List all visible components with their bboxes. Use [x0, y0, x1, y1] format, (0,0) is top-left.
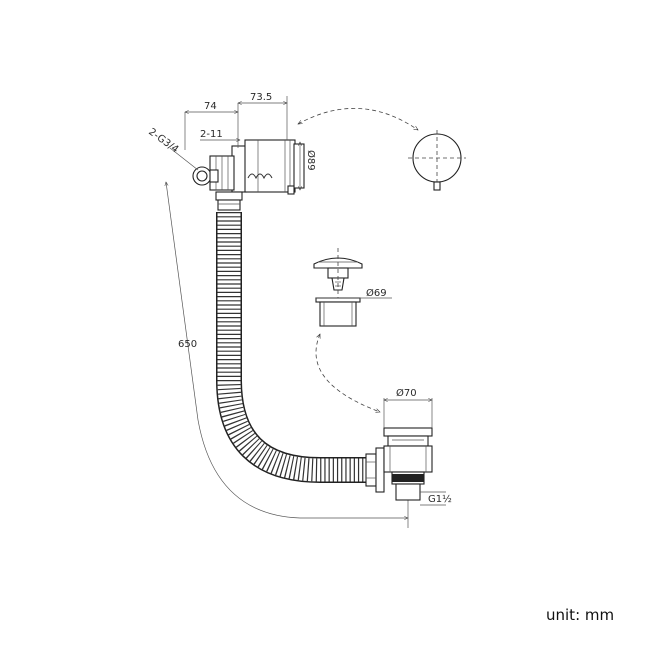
front-view-overflow	[408, 130, 466, 191]
dim-650: 650	[178, 339, 197, 350]
waste-assembly: Ø70 G1½	[365, 387, 452, 506]
dim-phi-69: Ø69	[366, 287, 387, 299]
dim-74: 74	[204, 101, 217, 112]
unit-label: unit: mm	[546, 606, 615, 624]
view-arrow-top	[298, 108, 418, 130]
view-arrow-waste	[315, 334, 380, 412]
dim-phi-89: Ø89	[305, 150, 317, 171]
overflow-filler-unit	[192, 139, 305, 211]
dim-phi-70: Ø70	[396, 387, 417, 399]
flexible-hose	[216, 212, 372, 483]
dim-73-5: 73.5	[250, 92, 272, 103]
plug-detail: Ø69	[313, 248, 392, 327]
dim-2-11: 2-11	[200, 129, 223, 140]
dim-g1-1-2: G1½	[428, 493, 452, 505]
dim-650-group: 650	[166, 182, 408, 528]
dim-2-g3-4: 2-G3/4	[146, 127, 180, 156]
